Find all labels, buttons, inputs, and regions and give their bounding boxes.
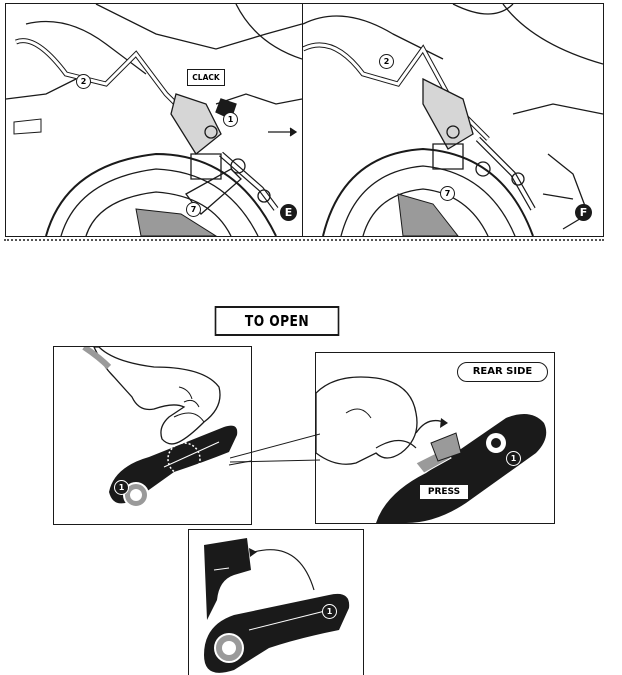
callout-2: 2 (379, 54, 394, 69)
to-open-title: TO OPEN (214, 306, 340, 336)
step-letter-e: E (280, 204, 297, 221)
opened-lever-drawing (204, 538, 350, 673)
lever-open-illustration: 1 (188, 529, 364, 675)
mounting-illustration-step-f: 2 7 F (302, 3, 604, 237)
callout-1: 1 (114, 480, 129, 495)
callout-1: 1 (506, 451, 521, 466)
section-divider (4, 239, 604, 241)
detail-connector-lines (230, 433, 320, 463)
rear-side-label: REAR SIDE (457, 362, 548, 382)
clack-sound-label: CLACK (187, 69, 225, 86)
step-letter-f: F (575, 204, 592, 221)
motorcycle-rear-frame-drawing (6, 4, 302, 236)
lever-rear-side-illustration: REAR SIDE PRESS 1 (315, 352, 555, 524)
callout-1: 1 (223, 112, 238, 127)
callout-2: 2 (76, 74, 91, 89)
callout-7: 7 (440, 186, 455, 201)
motorcycle-rear-frame-mounted-drawing (303, 4, 603, 236)
callout-1: 1 (322, 604, 337, 619)
finger-pressing-release-drawing (316, 376, 547, 523)
lever-grip-illustration: 1 (53, 346, 252, 525)
press-label: PRESS (419, 484, 469, 500)
callout-7: 7 (186, 202, 201, 217)
mounting-illustration-step-e: 2 1 7 CLACK E (5, 3, 303, 237)
hand-gripping-lever-drawing (82, 347, 251, 508)
